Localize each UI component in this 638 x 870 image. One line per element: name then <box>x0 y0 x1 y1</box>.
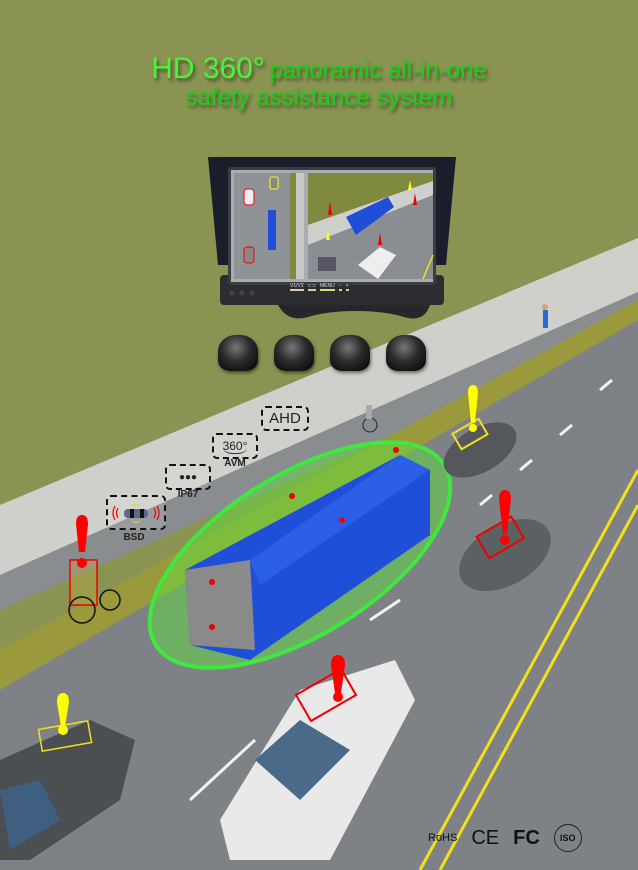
cyclist-warning <box>68 515 121 624</box>
yellow-line <box>438 504 638 870</box>
monitor-button-v1v2[interactable]: V1/V2 <box>290 283 304 291</box>
feature-ip67-badge: ●●● <box>165 464 211 490</box>
camera-icon <box>386 335 426 371</box>
avm-360-icon: 360° <box>222 438 248 454</box>
ce-logo: CE <box>471 826 500 849</box>
car-suv <box>0 693 135 860</box>
monitor-graphic <box>208 157 456 319</box>
car-radar-icon <box>112 503 160 523</box>
monitor: V1/V2 ⊂⊃ MENU − + <box>208 155 456 319</box>
ip67-caption: IP67 <box>177 489 199 500</box>
bus <box>185 447 430 660</box>
car-dark-upper <box>443 385 517 478</box>
camera-icon <box>274 335 314 371</box>
monitor-buttons: V1/V2 ⊂⊃ MENU − + <box>290 283 349 291</box>
monitor-button-minus[interactable]: − <box>338 283 342 291</box>
avm-caption: AVM <box>224 458 246 469</box>
headline: HD 360° panoramic all-in-one safety assi… <box>0 52 638 111</box>
headline-small: panoramic all-in-one <box>269 57 487 84</box>
camera-icon <box>330 335 370 371</box>
certification-logos: RoHS CE FC ISO <box>428 818 628 858</box>
feature-bsd-badge <box>106 495 166 530</box>
distant-cyclist <box>362 405 378 433</box>
pedestrian <box>542 304 548 328</box>
ahd-label: AHD <box>269 410 301 427</box>
car-white <box>220 655 415 860</box>
sidewalk <box>0 238 638 575</box>
headline-big: HD 360° <box>151 52 265 85</box>
hedge-median <box>0 300 638 690</box>
headline-line2: safety assistance system <box>185 84 453 111</box>
camera-icon <box>218 335 258 371</box>
camera-row <box>218 335 426 373</box>
water-drops-icon: ●●● <box>178 471 198 483</box>
bsd-caption: BSD <box>123 532 145 543</box>
feature-ahd-badge: AHD <box>261 406 309 431</box>
iso-logo: ISO <box>553 824 582 852</box>
feature-avm-badge: 360° <box>212 433 258 459</box>
monitor-button-plus[interactable]: + <box>345 283 349 291</box>
fcc-logo: FC <box>513 826 540 849</box>
yellow-line <box>418 469 638 870</box>
lane-dashes <box>188 378 613 802</box>
rohs-logo: RoHS <box>428 832 458 844</box>
monitor-button-mode[interactable]: ⊂⊃ <box>307 283 317 291</box>
car-dark-middle <box>459 490 551 592</box>
monitor-button-menu[interactable]: MENU <box>320 283 335 291</box>
